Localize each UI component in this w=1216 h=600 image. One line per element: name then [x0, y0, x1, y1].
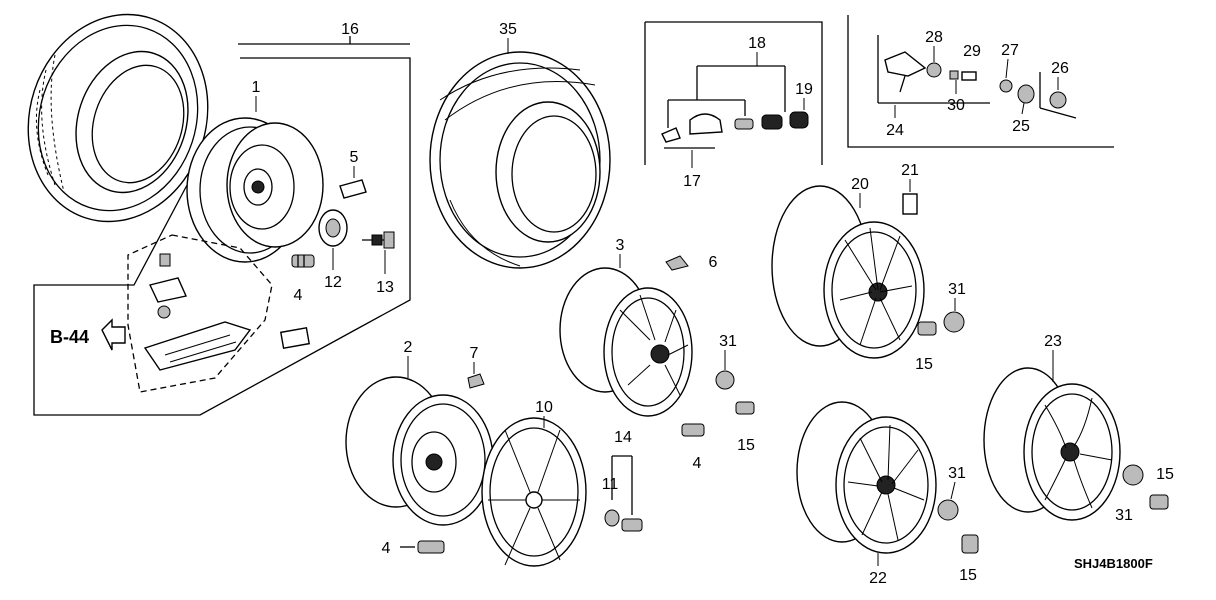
tool-kit-parts: [143, 253, 311, 371]
wheel-cover-10[interactable]: [481, 417, 587, 567]
callout-28: 28: [925, 29, 943, 46]
diagram-code: SHJ4B1800F: [1074, 556, 1153, 571]
reference-arrow-b44[interactable]: B-44: [50, 318, 126, 351]
tire-35[interactable]: [429, 51, 611, 269]
part-21-label[interactable]: [902, 193, 918, 215]
part-12-center-cap[interactable]: [318, 209, 348, 247]
callout-2: 2: [404, 339, 413, 356]
wheel-3[interactable]: [559, 267, 693, 417]
callout-29: 29: [963, 43, 981, 60]
callout-24: 24: [886, 122, 904, 139]
callout-15b: 15: [915, 356, 933, 373]
wheel-22[interactable]: [796, 401, 937, 554]
callout-10: 10: [535, 399, 553, 416]
part-11-washer[interactable]: [604, 509, 620, 527]
callout-1: 1: [252, 79, 261, 96]
part-15-nut-d[interactable]: [1149, 494, 1169, 510]
callout-4a: 4: [294, 287, 303, 304]
tool-kit-outline: [127, 234, 273, 393]
part-6-valve[interactable]: [665, 255, 689, 271]
callout-12: 12: [324, 274, 342, 291]
callout-27: 27: [1001, 42, 1019, 59]
part-13-valve[interactable]: [362, 231, 395, 249]
callout-20: 20: [851, 176, 869, 193]
wheel-2[interactable]: [345, 376, 494, 526]
part-5-label-sticker[interactable]: [339, 179, 367, 199]
part-4-nut-b[interactable]: [681, 423, 705, 437]
valve-box-outline: [847, 15, 1114, 148]
reference-label: B-44: [50, 327, 89, 347]
callout-30: 30: [947, 97, 965, 114]
callout-14: 14: [614, 429, 632, 446]
wheel-23[interactable]: [983, 367, 1121, 521]
part-15-nut-c[interactable]: [961, 534, 979, 554]
callout-7: 7: [470, 345, 479, 362]
callout-23: 23: [1044, 333, 1062, 350]
callout-31d: 31: [1115, 507, 1133, 524]
callout-25: 25: [1012, 118, 1030, 135]
callout-4b: 4: [693, 455, 702, 472]
part-31-cap-b[interactable]: [943, 311, 965, 333]
steel-wheel-1[interactable]: [186, 117, 324, 263]
callout-15c: 15: [959, 567, 977, 584]
valve-parts: [877, 35, 1077, 119]
callout-3: 3: [616, 237, 625, 254]
callout-31c: 31: [948, 465, 966, 482]
tpms-box-outline: [644, 21, 823, 165]
callout-labels: 1 2 3 4 4 4 5 6 7 10 11 12 13 14 15 15 1…: [252, 21, 1174, 587]
callout-26: 26: [1051, 60, 1069, 77]
callout-17: 17: [683, 173, 701, 190]
callout-35: 35: [499, 21, 517, 38]
tire-left[interactable]: [2, 0, 234, 245]
callout-5: 5: [350, 149, 359, 166]
callout-21: 21: [901, 162, 919, 179]
callout-15a: 15: [737, 437, 755, 454]
part-31-cap-c[interactable]: [937, 499, 959, 521]
callout-4c: 4: [382, 540, 391, 557]
group-16-outline: [33, 57, 411, 416]
callout-16: 16: [341, 21, 359, 38]
part-14-bolt[interactable]: [621, 518, 643, 532]
part-15-nut-b[interactable]: [917, 321, 937, 336]
callout-13: 13: [376, 279, 394, 296]
part-31-cap-d[interactable]: [1122, 464, 1144, 486]
callout-18: 18: [748, 35, 766, 52]
callout-19: 19: [795, 81, 813, 98]
callout-15d: 15: [1156, 466, 1174, 483]
part-4-nut-a[interactable]: [291, 254, 315, 268]
part-31-cap-a[interactable]: [715, 370, 735, 390]
wheel-20[interactable]: [771, 185, 925, 359]
callout-22: 22: [869, 570, 887, 587]
part-15-nut-a[interactable]: [735, 401, 755, 415]
tpms-sensor-parts: [661, 65, 809, 149]
part-4-nut-c[interactable]: [400, 540, 445, 554]
part-7-weight[interactable]: [467, 373, 485, 389]
callout-31a: 31: [719, 333, 737, 350]
callout-6: 6: [709, 254, 718, 271]
callout-11: 11: [602, 476, 619, 493]
callout-31b: 31: [948, 281, 966, 298]
